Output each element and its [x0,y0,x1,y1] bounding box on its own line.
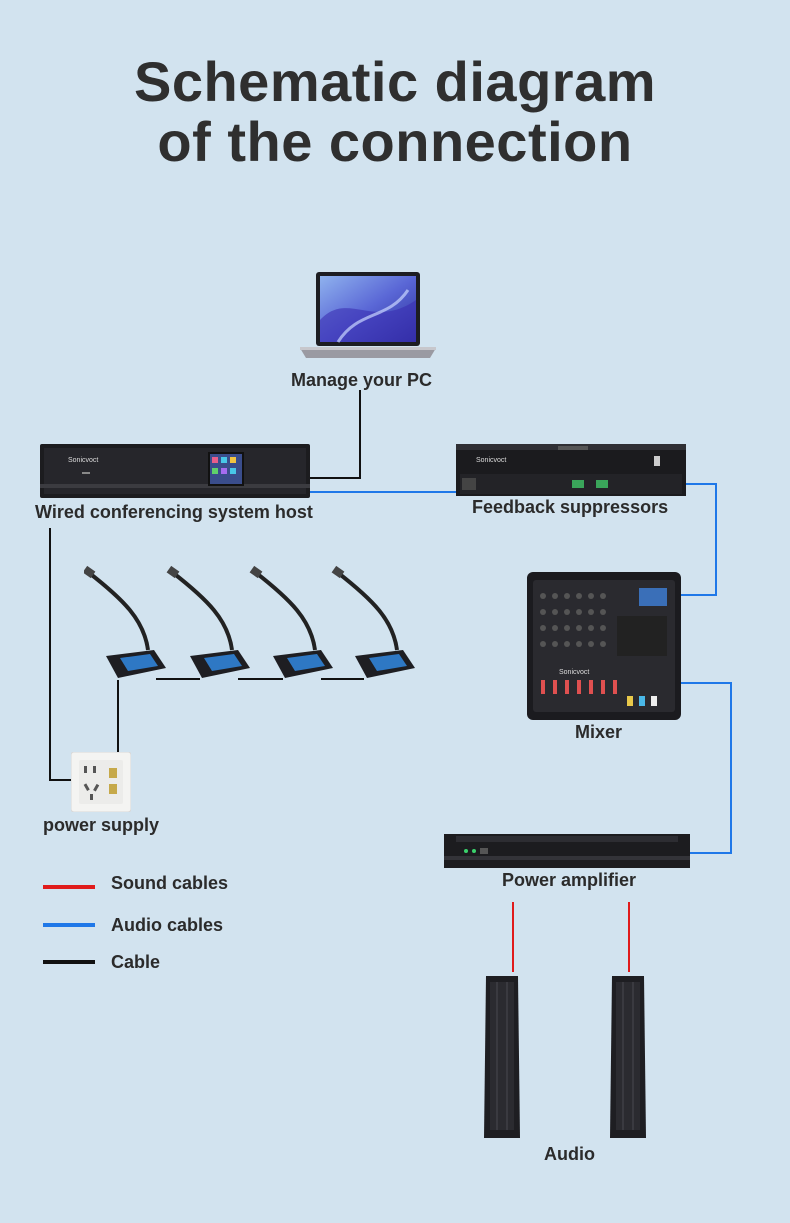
label-power-supply: power supply [43,815,160,835]
cable-host-power [49,528,72,781]
label-mixer: Mixer [575,722,623,742]
feedback-brand-text: Sonicvoct [476,457,506,464]
diagram-title-line1: Schematic diagram [133,50,657,113]
microphone-4 [331,565,415,678]
audio-mixer-amplifier [680,682,732,854]
label-host: Wired conferencing system host [35,502,313,522]
mixer-brand-text: Sonicvoct [559,669,589,676]
label-pc: Manage your PC [291,370,433,390]
legend-label-cable: Cable [111,952,161,972]
mixer-image: Sonicvoct [527,572,681,720]
cable-pc-host [308,390,361,479]
microphone-1 [84,565,166,678]
laptop-pc-image [300,272,436,358]
audio-feedback-mixer [680,483,717,596]
label-amplifier: Power amplifier [502,870,637,890]
legend-label-audio: Audio cables [111,915,224,935]
legend-label-sound: Sound cables [111,873,229,893]
legend-swatch-audio [43,923,95,927]
feedback-suppressor-image: Sonicvoct [456,444,686,496]
diagram-title-line2: of the connection [157,110,633,173]
legend-swatch-sound [43,885,95,889]
microphone-2 [166,565,250,678]
host-brand-text: Sonicvoct [68,457,98,464]
legend-swatch-cable [43,960,95,964]
microphone-3 [249,565,333,678]
speaker-left-image [484,976,520,1138]
label-audio: Audio [544,1144,595,1164]
power-outlet-image [71,752,131,812]
power-amplifier-image [444,834,690,868]
speaker-right-image [610,976,646,1138]
microphone-group-image [84,565,415,678]
conference-host-image: Sonicvoct [40,444,310,498]
label-feedback: Feedback suppressors [472,497,669,517]
